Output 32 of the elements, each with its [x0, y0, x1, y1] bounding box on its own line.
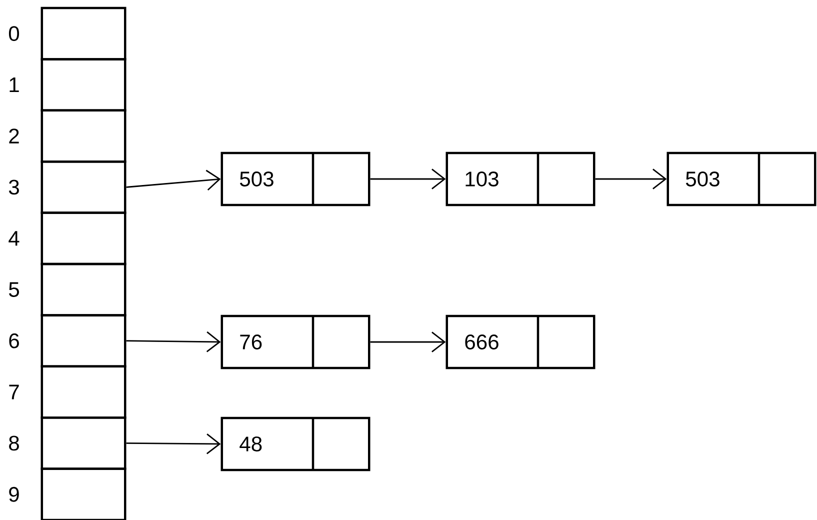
list-node: 503 [220, 152, 370, 206]
table-slot [40, 365, 126, 419]
slot-index: 9 [9, 486, 19, 502]
table-slot [40, 468, 126, 520]
list-node: 503 [666, 152, 816, 206]
arrow [595, 168, 667, 190]
slot-index: 0 [8, 26, 20, 42]
slot-index: 3 [8, 180, 19, 195]
list-node: 48 [220, 416, 370, 472]
slot-index: 1 [10, 78, 19, 92]
arrow [126, 433, 221, 454]
arrow [126, 331, 221, 352]
table-slot [40, 109, 126, 163]
table-slot [40, 314, 126, 368]
list-node: 103 [446, 152, 596, 206]
arrow [370, 332, 446, 352]
table-slot [40, 6, 126, 60]
slot-index: 4 [8, 231, 20, 246]
list-node: 76 [220, 314, 370, 370]
arrow [370, 168, 446, 190]
list-node: 666 [446, 314, 596, 370]
table-slot [40, 262, 126, 316]
slot-index: 2 [9, 128, 19, 144]
table-slot [40, 160, 126, 214]
table-slot [40, 212, 126, 266]
slot-index: 5 [8, 282, 19, 297]
table-slot [40, 416, 126, 470]
table-slot [40, 58, 126, 112]
slot-index: 8 [9, 436, 19, 451]
arrow [126, 170, 221, 191]
slot-index: 6 [9, 333, 19, 348]
slot-index: 7 [9, 384, 19, 400]
